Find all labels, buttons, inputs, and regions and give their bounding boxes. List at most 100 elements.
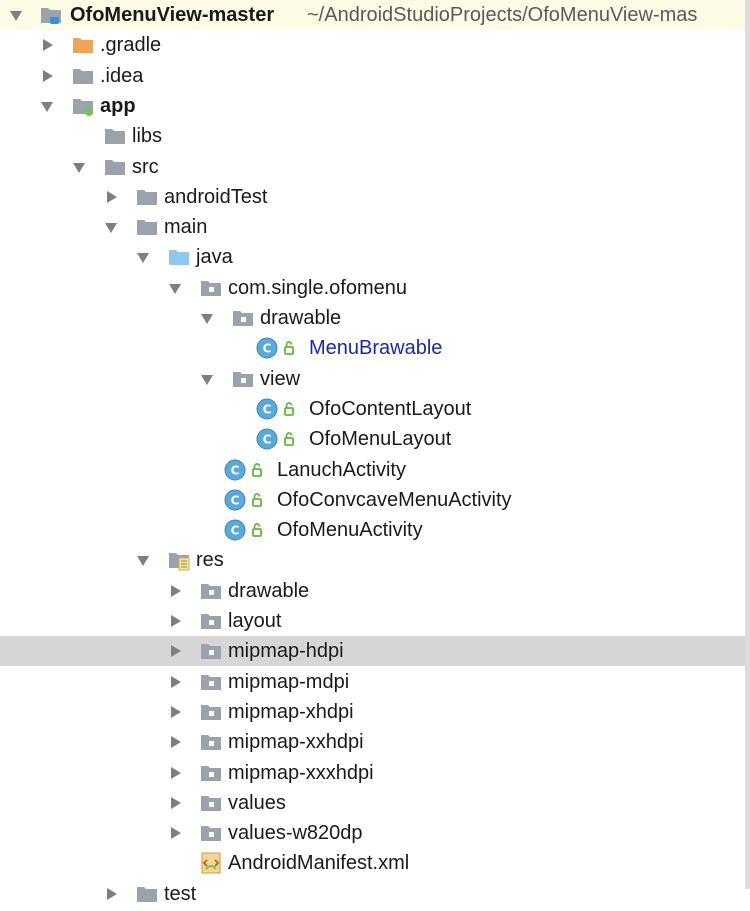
tree-row-drawable-res[interactable]: drawable (0, 576, 745, 606)
tree-row-label: view (260, 368, 301, 390)
chevron-right-icon[interactable] (171, 706, 181, 718)
tree-row-label: libs (132, 125, 163, 147)
tree-row-label: mipmap-xhdpi (228, 701, 354, 723)
tree-row-label: OfoMenuLayout (309, 428, 452, 450)
java-class-icon: C (256, 398, 300, 420)
tree-row-src[interactable]: src (0, 152, 745, 182)
svg-text:C: C (263, 342, 272, 356)
chevron-right-icon[interactable] (171, 585, 181, 597)
chevron-down-icon[interactable] (105, 223, 117, 233)
tree-row-layout[interactable]: layout (0, 606, 745, 636)
chevron-down-icon[interactable] (201, 314, 213, 324)
folder-icon (104, 125, 126, 147)
tree-row-mipmap-xxxhdpi[interactable]: mipmap-xxxhdpi (0, 758, 745, 788)
folder-icon (136, 186, 158, 208)
chevron-down-icon[interactable] (137, 253, 149, 263)
tree-row-label: values (228, 792, 286, 814)
tree-row-ofomenuactivity[interactable]: C OfoMenuActivity (0, 515, 745, 545)
tree-row-menubrawable[interactable]: C MenuBrawable (0, 333, 745, 363)
tree-row-label: .idea (100, 65, 144, 87)
svg-text:C: C (263, 403, 272, 417)
chevron-right-icon[interactable] (171, 736, 181, 748)
folder-icon (72, 65, 94, 87)
tree-row-app[interactable]: app (0, 91, 745, 121)
tree-row-mipmap-xhdpi[interactable]: mipmap-xhdpi (0, 697, 745, 727)
chevron-right-icon[interactable] (171, 827, 181, 839)
tree-row-main[interactable]: main (0, 212, 745, 242)
tree-row-package[interactable]: com.single.ofomenu (0, 273, 745, 303)
package-icon (200, 671, 222, 693)
tree-row-label: main (164, 216, 208, 238)
tree-row-label: OfoMenuActivity (277, 519, 423, 541)
tree-row-values-w820dp[interactable]: values-w820dp (0, 818, 745, 848)
tree-row-label: mipmap-xxxhdpi (228, 762, 374, 784)
chevron-right-icon[interactable] (43, 39, 53, 51)
tree-row-label: OfoConvcaveMenuActivity (277, 489, 512, 511)
chevron-right-icon[interactable] (171, 615, 181, 627)
java-class-icon: C (256, 428, 300, 450)
folder-icon (72, 34, 94, 56)
tree-row-label: layout (228, 610, 282, 632)
tree-row-idea[interactable]: .idea (0, 61, 745, 91)
svg-text:C: C (263, 433, 272, 447)
chevron-down-icon[interactable] (73, 163, 85, 173)
package-icon (200, 277, 222, 299)
tree-row-drawable-pkg[interactable]: drawable (0, 303, 745, 333)
tree-row-java[interactable]: java (0, 242, 745, 272)
package-icon (200, 792, 222, 814)
tree-row-test[interactable]: test (0, 879, 745, 909)
package-icon (200, 580, 222, 602)
tree-row-label: src (132, 156, 159, 178)
tree-row-label: MenuBrawable (309, 337, 443, 359)
chevron-down-icon[interactable] (10, 11, 22, 21)
panel-right-border (745, 0, 750, 889)
chevron-right-icon[interactable] (171, 676, 181, 688)
chevron-down-icon[interactable] (41, 102, 53, 112)
tree-row-libs[interactable]: libs (0, 121, 745, 151)
tree-row-root[interactable]: OfoMenuView-master ~/AndroidStudioProjec… (0, 0, 745, 30)
tree-row-res[interactable]: res (0, 545, 745, 575)
chevron-down-icon[interactable] (201, 375, 213, 385)
svg-text:C: C (231, 524, 240, 538)
package-icon (200, 762, 222, 784)
tree-row-label: AndroidManifest.xml (228, 852, 410, 874)
chevron-down-icon[interactable] (137, 556, 149, 566)
package-icon (200, 822, 222, 844)
chevron-right-icon[interactable] (171, 797, 181, 809)
svg-text:C: C (231, 464, 240, 478)
java-class-icon: C (224, 489, 268, 511)
package-icon (232, 307, 254, 329)
tree-row-label: .gradle (100, 34, 162, 56)
chevron-right-icon[interactable] (171, 767, 181, 779)
tree-row-androidtest[interactable]: androidTest (0, 182, 745, 212)
chevron-right-icon[interactable] (43, 70, 53, 82)
svg-text:C: C (231, 494, 240, 508)
tree-row-values[interactable]: values (0, 788, 745, 818)
tree-row-label: mipmap-xxhdpi (228, 731, 364, 753)
tree-row-ofoconvcavemenuactivity[interactable]: C OfoConvcaveMenuActivity (0, 485, 745, 515)
tree-row-mipmap-hdpi[interactable]: mipmap-hdpi (0, 636, 745, 666)
tree-row-label: test (164, 883, 197, 905)
chevron-right-icon[interactable] (107, 191, 117, 203)
chevron-right-icon[interactable] (171, 645, 181, 657)
tree-row-mipmap-mdpi[interactable]: mipmap-mdpi (0, 667, 745, 697)
package-icon (200, 640, 222, 662)
tree-row-gradle[interactable]: .gradle (0, 30, 745, 60)
tree-row-view-pkg[interactable]: view (0, 364, 745, 394)
resources-folder-icon (168, 549, 190, 571)
folder-icon (104, 156, 126, 178)
tree-row-androidmanifest[interactable]: AndroidManifest.xml (0, 848, 745, 878)
package-icon (232, 368, 254, 390)
chevron-down-icon[interactable] (169, 284, 181, 294)
tree-row-ofomenulayout[interactable]: C OfoMenuLayout (0, 424, 745, 454)
chevron-right-icon[interactable] (107, 888, 117, 900)
java-class-icon: C (224, 519, 268, 541)
java-class-icon: C (224, 459, 268, 481)
manifest-file-icon (200, 852, 222, 874)
java-class-icon: C (256, 337, 300, 359)
tree-row-label: res (196, 549, 224, 571)
tree-row-mipmap-xxhdpi[interactable]: mipmap-xxhdpi (0, 727, 745, 757)
